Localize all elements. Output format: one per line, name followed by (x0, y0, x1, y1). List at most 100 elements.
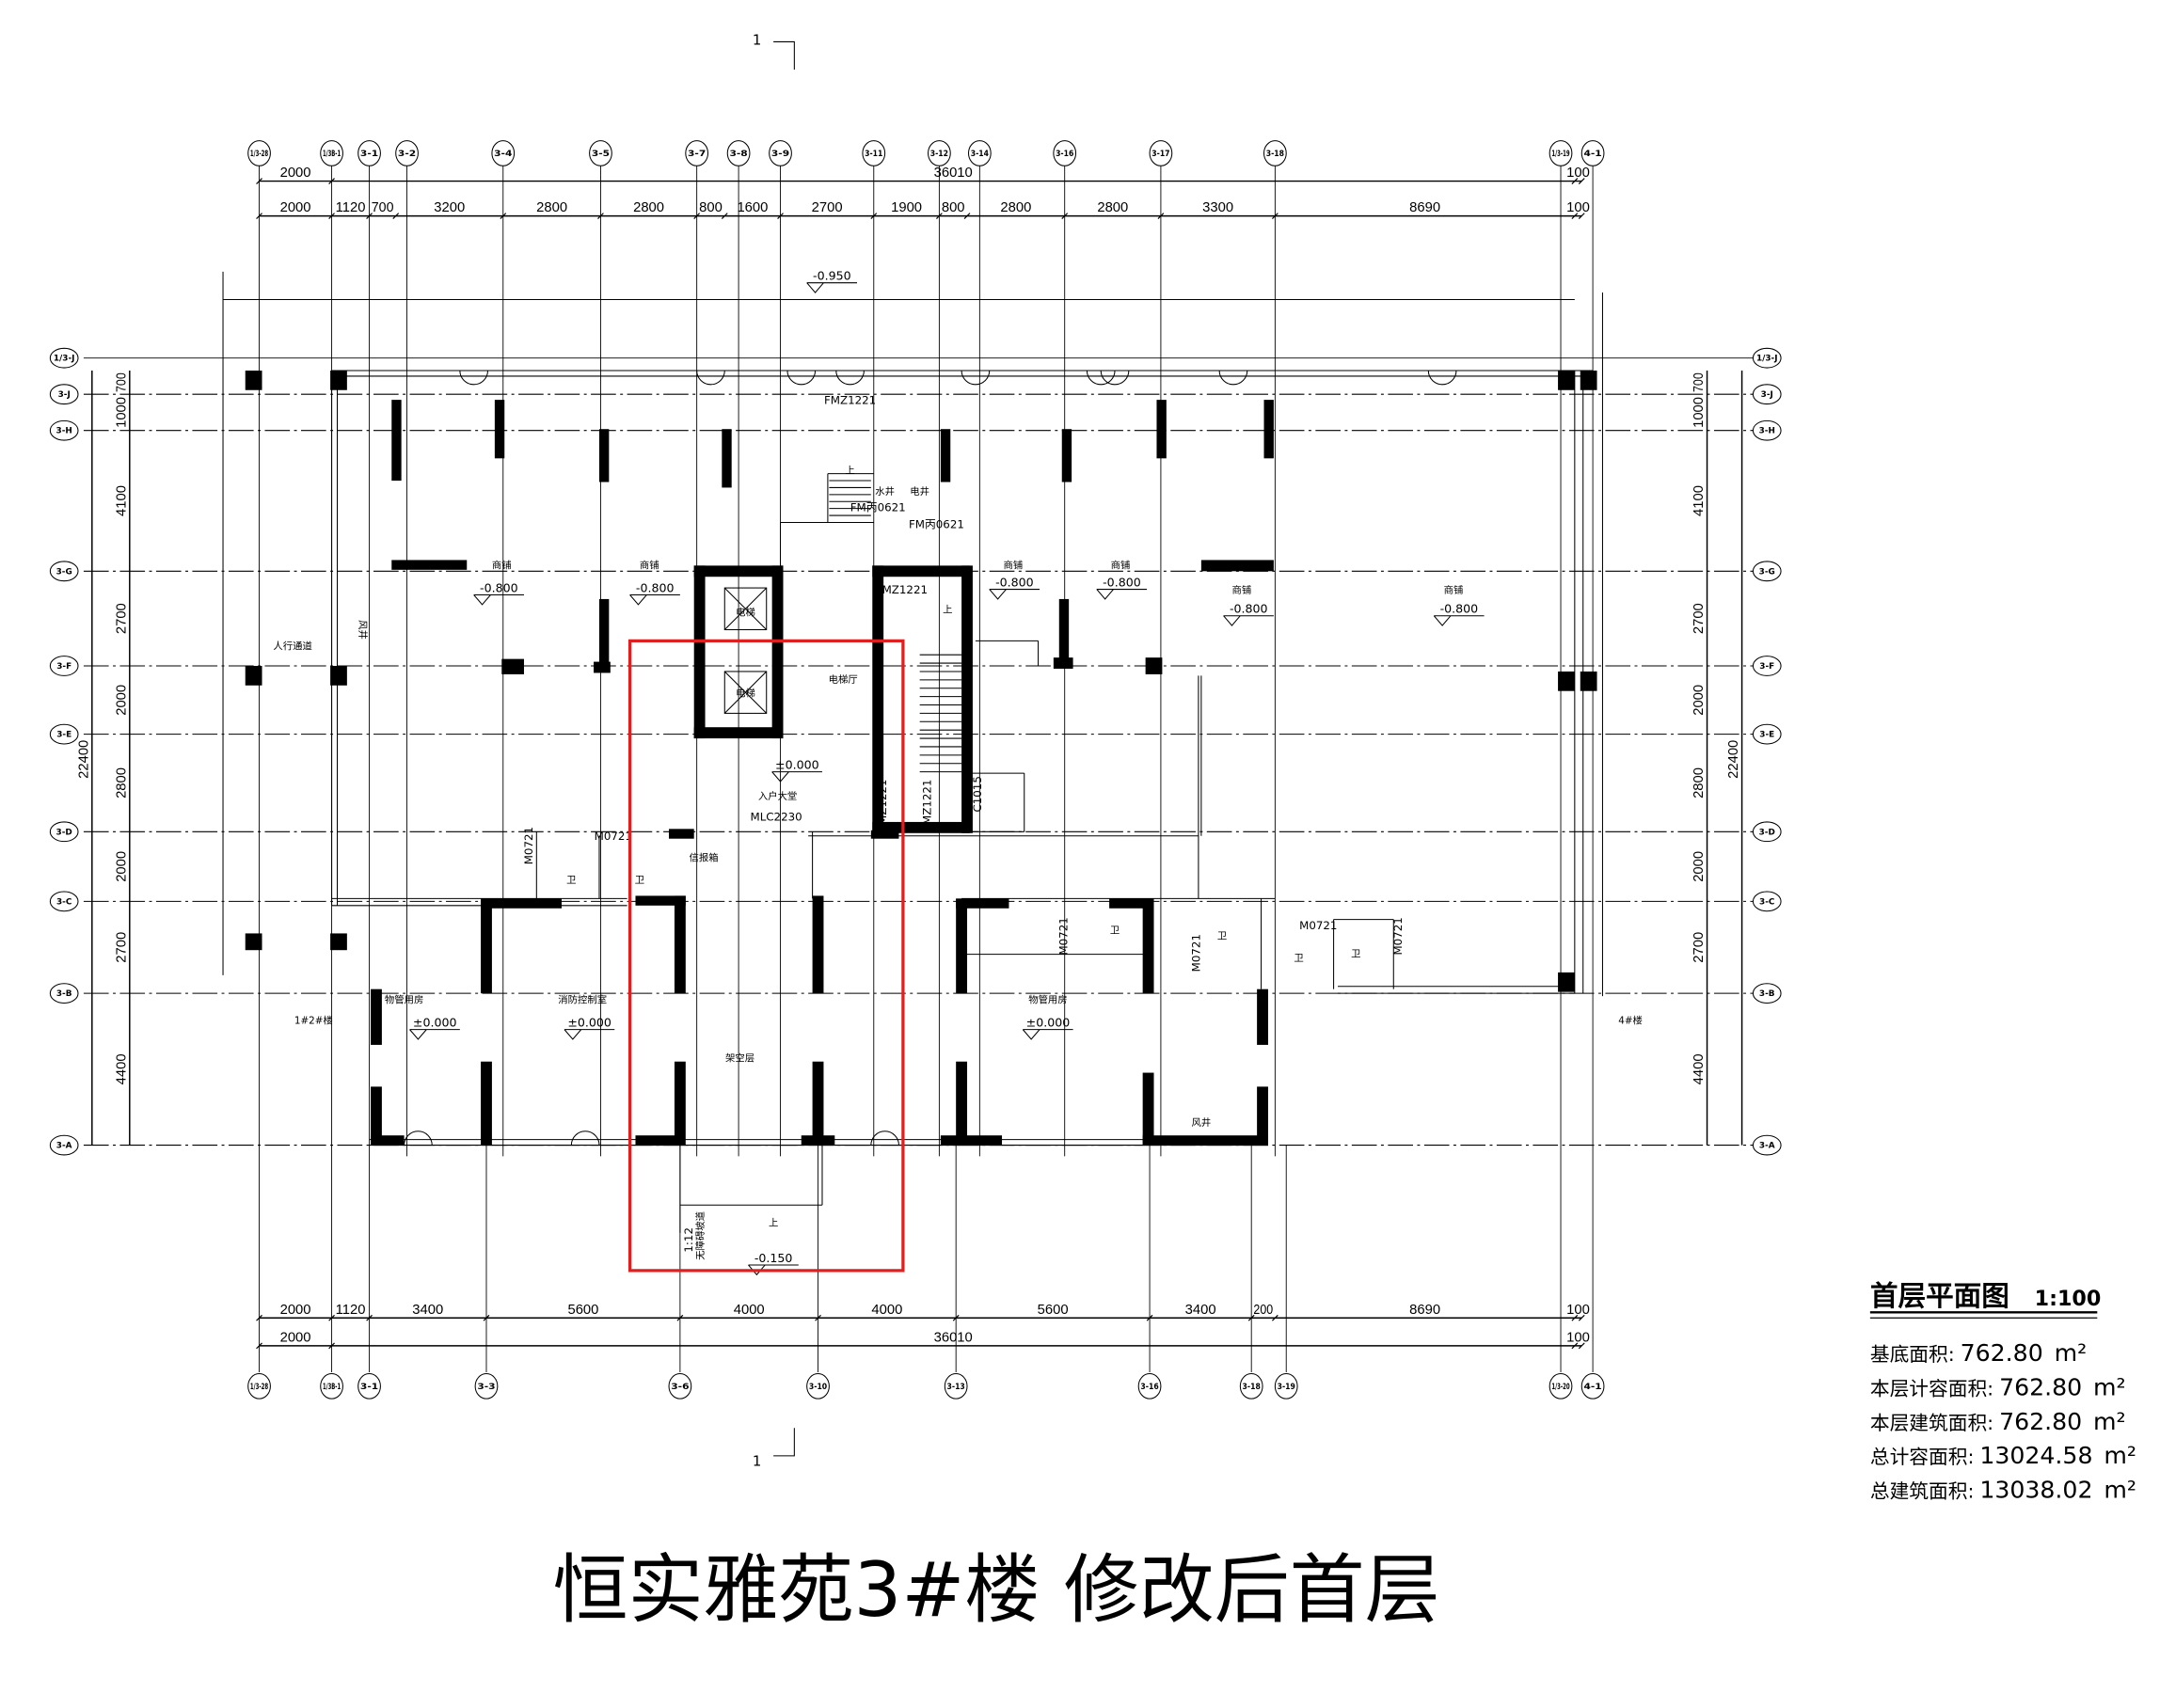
walls (222, 271, 1603, 1233)
legend-row-label: 本层建筑面积: (1870, 1412, 1993, 1434)
room-label: 卫 (635, 875, 644, 886)
door-code: M0721 (1057, 917, 1071, 955)
axis-bubble-row: 3-F (56, 662, 71, 672)
legend-row-unit: m² (2093, 1408, 2126, 1435)
dimension-label: 4400 (114, 1053, 129, 1084)
dimension-label: 100 (1566, 166, 1590, 181)
axis-bubble-row: 3-E (56, 731, 71, 740)
dimension-label: 3400 (1185, 1303, 1216, 1318)
dimension-label: 2700 (114, 932, 129, 963)
axis-bubble-top: 3-9 (771, 150, 789, 159)
dimension-label: 8690 (1409, 200, 1440, 215)
dimension-label: 2700 (1691, 603, 1707, 634)
dimension-label: 2800 (1000, 200, 1031, 215)
dimension-label: 2700 (812, 200, 843, 215)
room-label: 电梯厅 (829, 673, 858, 686)
legend-row-label: 本层计容面积: (1870, 1377, 1993, 1400)
axis-bubble-top: 3-1 (360, 150, 378, 159)
dimension-label: 1600 (737, 200, 768, 215)
room-label: 上 (943, 605, 952, 616)
axis-bubble-bottom: 3-18 (1243, 1383, 1261, 1392)
door-code: MLC2230 (751, 810, 802, 823)
elevation-mark: ±0.000 (775, 758, 819, 772)
dimension-label: 2000 (1691, 851, 1707, 882)
dimension-label: 2000 (280, 1303, 311, 1318)
axis-bubble-row: 3-A (1759, 1142, 1775, 1151)
legend-row-unit: m² (2104, 1442, 2136, 1469)
dimension-label: 4000 (871, 1303, 902, 1318)
axis-bubble-row: 3-E (1759, 731, 1774, 740)
room-label: 商铺 (1004, 559, 1024, 571)
elevation-mark: -0.800 (636, 581, 675, 595)
axis-bubble-row: 3-D (56, 828, 72, 837)
door-code: FMZ1221 (824, 394, 876, 407)
legend-row-unit: m² (2093, 1373, 2126, 1400)
legend-row-value: 13024.58 (1979, 1442, 2092, 1469)
drawing-title: 恒实雅苑3#楼 修改后首层 (553, 1546, 1440, 1634)
room-label: 上 (769, 1217, 778, 1228)
elevation-mark: ±0.000 (567, 1016, 611, 1030)
legend-row-value: 762.80 (1999, 1373, 2082, 1400)
axis-bubble-bottom: 1/3B-1 (323, 1383, 341, 1392)
room-label: 商铺 (1444, 584, 1464, 596)
axis-bubble-bottom: 3-1 (360, 1383, 378, 1392)
door-code: M0721 (1189, 934, 1202, 972)
dimension-label: 5600 (1038, 1303, 1069, 1318)
room-label: 物管用房 (1028, 993, 1067, 1005)
dimension-label: 2800 (1097, 200, 1128, 215)
room-label: 电梯 (736, 688, 755, 700)
door-code: M0721 (1299, 919, 1337, 932)
axis-bubble-bottom: 3-19 (1278, 1383, 1295, 1392)
elevation-mark: ±0.000 (413, 1016, 457, 1030)
legend-row-label: 总计容面积: (1870, 1446, 1975, 1468)
axis-bubble-bottom: 3-3 (477, 1383, 495, 1392)
dimension-total: 22400 (76, 740, 91, 779)
axis-bubble-row: 3-J (1761, 390, 1773, 400)
door-code: FMZ1221 (876, 780, 889, 831)
axis-bubble-top: 1/3-19 (1551, 150, 1569, 159)
room-label: 风井 (1192, 1116, 1212, 1129)
axis-bubble-top: 3-2 (398, 150, 416, 159)
door-code: 1:12 (682, 1227, 695, 1253)
axis-bubble-bottom: 3-6 (671, 1383, 689, 1392)
legend-row: 本层计容面积: 762.80 m² (1870, 1373, 2126, 1400)
room-label: 风井 (357, 620, 369, 640)
elevation-mark: -0.150 (754, 1251, 793, 1265)
highlight-box (627, 639, 905, 1273)
dimension-label: 700 (1691, 372, 1707, 392)
axis-bubble-top: 3-16 (1056, 150, 1073, 159)
axis-bubble-top: 3-11 (865, 150, 882, 159)
door-code: M0721 (1391, 917, 1405, 955)
dimension-label: 800 (699, 200, 723, 215)
axis-bubble-top: 3-12 (930, 150, 948, 159)
room-label: 人行通道 (273, 640, 311, 652)
room-label: 卫 (1351, 949, 1360, 960)
dimension-label: 2000 (280, 166, 311, 181)
elevation-mark: -0.800 (1230, 602, 1268, 616)
axis-bubble-row: 3-G (56, 567, 72, 577)
dimension-label: 200 (1253, 1303, 1273, 1318)
section-mark-bottom: 1 (753, 1428, 795, 1469)
axis-bubble-top: 3-14 (971, 150, 989, 159)
dimension-label: 8690 (1409, 1303, 1440, 1318)
legend-row-value: 13038.02 (1979, 1476, 2092, 1503)
axis-bubble-top: 3-18 (1266, 150, 1284, 159)
dimension-label: 2000 (114, 685, 129, 716)
axis-bubble-top: 3-4 (494, 150, 512, 159)
section-mark-label: 1 (753, 32, 761, 48)
room-label: 物管用房 (385, 993, 423, 1005)
room-label: 电井 (910, 485, 929, 498)
axis-bubble-bottom: 1/3-28 (250, 1383, 268, 1392)
door-code: C1015 (971, 776, 984, 812)
axis-bubble-row: 3-A (56, 1142, 72, 1151)
dimension-label: 1120 (336, 1303, 366, 1318)
axis-bubble-bottom: 4-1 (1583, 1383, 1601, 1392)
dimension-label: 4000 (734, 1303, 765, 1318)
door-code: M0721 (522, 827, 535, 864)
dimension-label: 3200 (434, 200, 465, 215)
axis-bubble-row: 1/3-J (1756, 355, 1778, 364)
axis-bubble-top: 4-1 (1583, 150, 1601, 159)
